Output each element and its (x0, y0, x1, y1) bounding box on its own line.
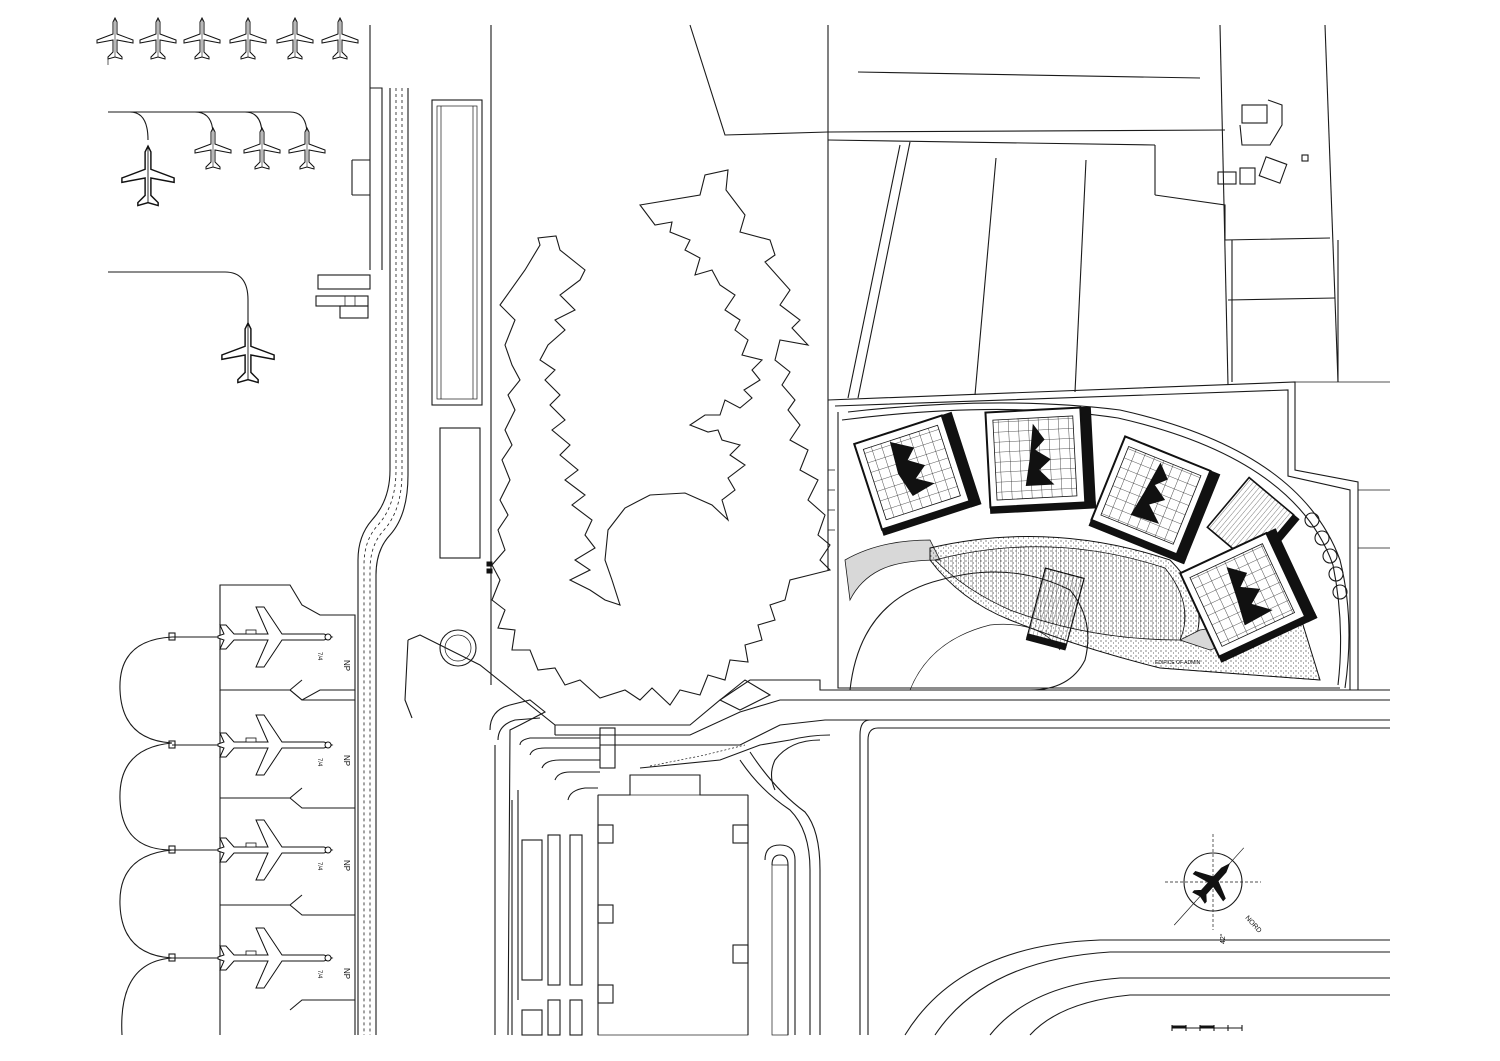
apron-curves (904, 939, 1390, 1036)
service-kiosk (315, 274, 371, 319)
stand-number-label: 7/4 (316, 758, 322, 767)
field-parcels (689, 24, 1339, 399)
airplane-icon (276, 17, 314, 60)
airplane-icon (96, 17, 134, 60)
airplane-icon (229, 17, 267, 60)
stand-number-label: 7/4 (316, 862, 322, 871)
stand-code-label: NP (342, 755, 351, 766)
hotel-block (984, 406, 1097, 514)
airplane-icon (217, 819, 333, 881)
site-boundary (827, 25, 1390, 690)
scale-bar-icon (1171, 1025, 1243, 1031)
airplane-icon (243, 127, 281, 170)
stand-number-label: 7/4 (316, 652, 322, 661)
stand-code-label: NP (342, 968, 351, 979)
car-park (511, 774, 796, 1036)
north-arrow-icon: NORD 42° (1165, 834, 1263, 944)
stand-number-label: 7/4 (316, 970, 322, 979)
hotel-block (852, 411, 982, 536)
stand-code-label: NP (342, 660, 351, 671)
airplane-icon (194, 127, 232, 170)
stand-code-label: NP (342, 860, 351, 871)
north-angle-label: 42° (1219, 933, 1227, 944)
building-note-label: EDIFICE OF ADMIN (1155, 660, 1201, 666)
apron-parked-aircraft-second (108, 111, 326, 207)
service-road (351, 25, 493, 1035)
airplane-icon (183, 17, 221, 60)
airplane-icon (217, 714, 333, 776)
contact-stands: NP 7/4 NP 7/4 NP 7/4 NP 7/4 (119, 584, 356, 1036)
airplane-icon (217, 927, 333, 989)
hotel-block (1178, 528, 1318, 663)
airplane-icon (221, 322, 275, 384)
apron-parked-aircraft-top (96, 17, 359, 65)
airplane-icon (288, 127, 326, 170)
rotunda (404, 629, 556, 735)
airplane-icon (217, 606, 333, 668)
north-label: NORD (1244, 915, 1263, 935)
airplane-icon (121, 145, 175, 207)
airplane-icon (321, 17, 359, 60)
hotel-block (1088, 435, 1221, 565)
access-roads (489, 679, 1390, 1036)
hotel-complex: EDIFICE OF ADMIN (841, 402, 1350, 691)
terminal-building-outline (491, 169, 832, 706)
apron-taxi-lane-aircraft (108, 271, 275, 384)
airplane-icon (139, 17, 177, 60)
